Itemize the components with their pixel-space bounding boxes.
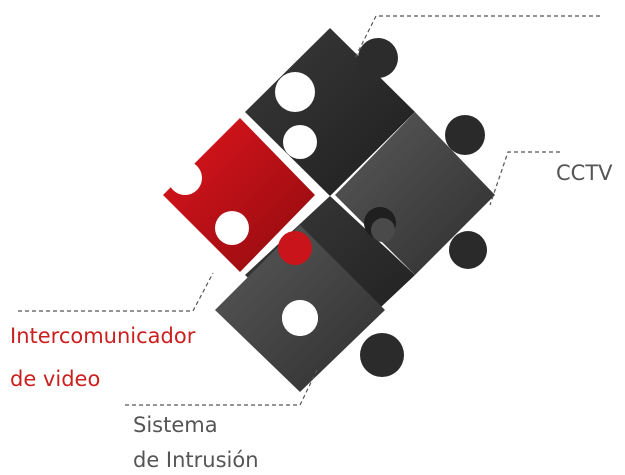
puzzle-piece-top [245, 28, 485, 196]
label-intercom-line1: Intercomunicador [10, 324, 196, 348]
leader-line-intercom [18, 272, 214, 312]
label-intercom-line2: de video [10, 367, 101, 391]
label-intrusion-line2: de Intrusión [133, 448, 259, 472]
puzzle-hole [275, 72, 315, 112]
leader-line-cctv-right [489, 151, 560, 206]
label-intrusion-line1: Sistema [133, 413, 218, 437]
puzzle-hole [282, 300, 318, 336]
leader-line-cctv [354, 15, 600, 59]
label-cctv: CCTV [556, 161, 613, 185]
puzzle-piece-red [163, 118, 317, 272]
leader-line-intrusion [125, 367, 319, 406]
